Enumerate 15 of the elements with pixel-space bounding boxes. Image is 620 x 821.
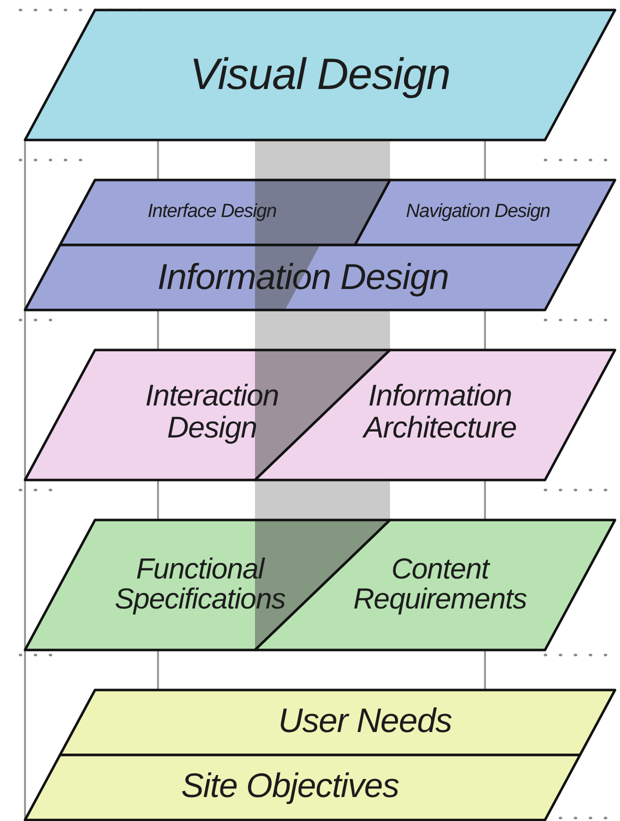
layer-label: User Needs: [277, 704, 453, 740]
layer-label: Interface Design: [146, 202, 278, 222]
layer-plane: [60, 180, 390, 245]
layer-label: Site Objectives: [180, 769, 400, 805]
layer-label: Interaction Design: [144, 380, 280, 444]
layer-label: Content Requirements: [352, 554, 528, 616]
layer-label: Information Design: [156, 258, 450, 296]
layer-label: Information Architecture: [361, 380, 518, 444]
layer-plane: [355, 180, 615, 245]
layer-label: Navigation Design: [405, 202, 551, 222]
layer-plane: [25, 755, 580, 820]
layer-label: Functional Specifications: [114, 554, 286, 616]
layer-label: Visual Design: [188, 52, 452, 98]
layer-plane: [60, 690, 615, 755]
layer-plane: [25, 10, 615, 140]
